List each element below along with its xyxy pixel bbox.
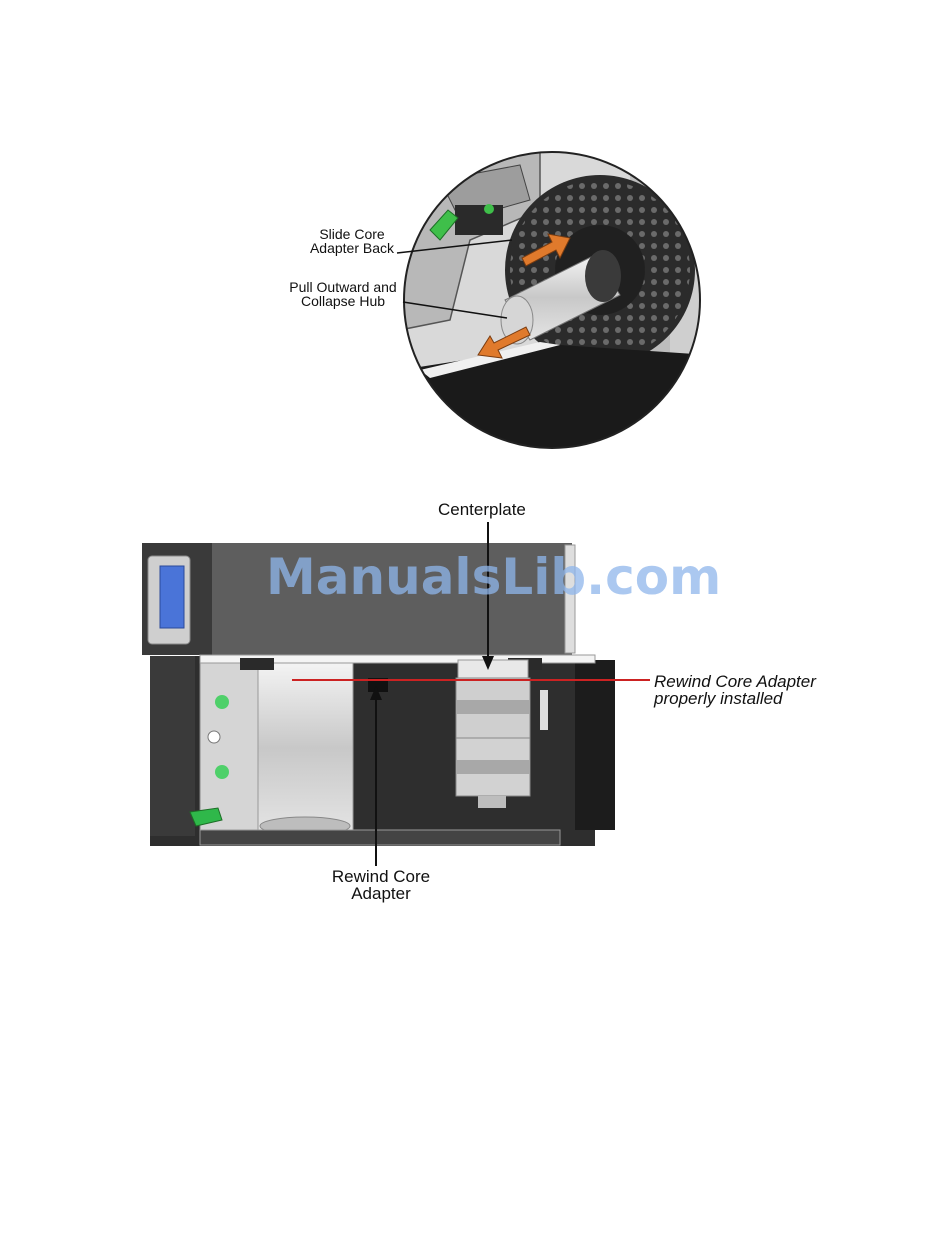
label-adapter-line1: Rewind Core bbox=[318, 868, 444, 885]
watermark: ManualsLib.com bbox=[266, 548, 721, 606]
label-installed-line2: properly installed bbox=[654, 690, 816, 707]
label-adapter-line2: Adapter bbox=[318, 885, 444, 902]
label-installed-line1: Rewind Core Adapter bbox=[654, 673, 816, 690]
label-slide-line2: Adapter Back bbox=[296, 241, 408, 255]
label-pull-line1: Pull Outward and bbox=[276, 280, 410, 294]
label-slide-core: Slide Core Adapter Back bbox=[296, 227, 408, 255]
label-installed: Rewind Core Adapter properly installed bbox=[654, 673, 816, 707]
label-rewind-adapter: Rewind Core Adapter bbox=[318, 868, 444, 902]
label-centerplate-text: Centerplate bbox=[438, 501, 526, 518]
lcd-display bbox=[160, 566, 184, 628]
label-centerplate: Centerplate bbox=[438, 501, 526, 518]
label-slide-line1: Slide Core bbox=[296, 227, 408, 241]
label-pull-outward: Pull Outward and Collapse Hub bbox=[276, 280, 410, 308]
label-pull-line2: Collapse Hub bbox=[276, 294, 410, 308]
